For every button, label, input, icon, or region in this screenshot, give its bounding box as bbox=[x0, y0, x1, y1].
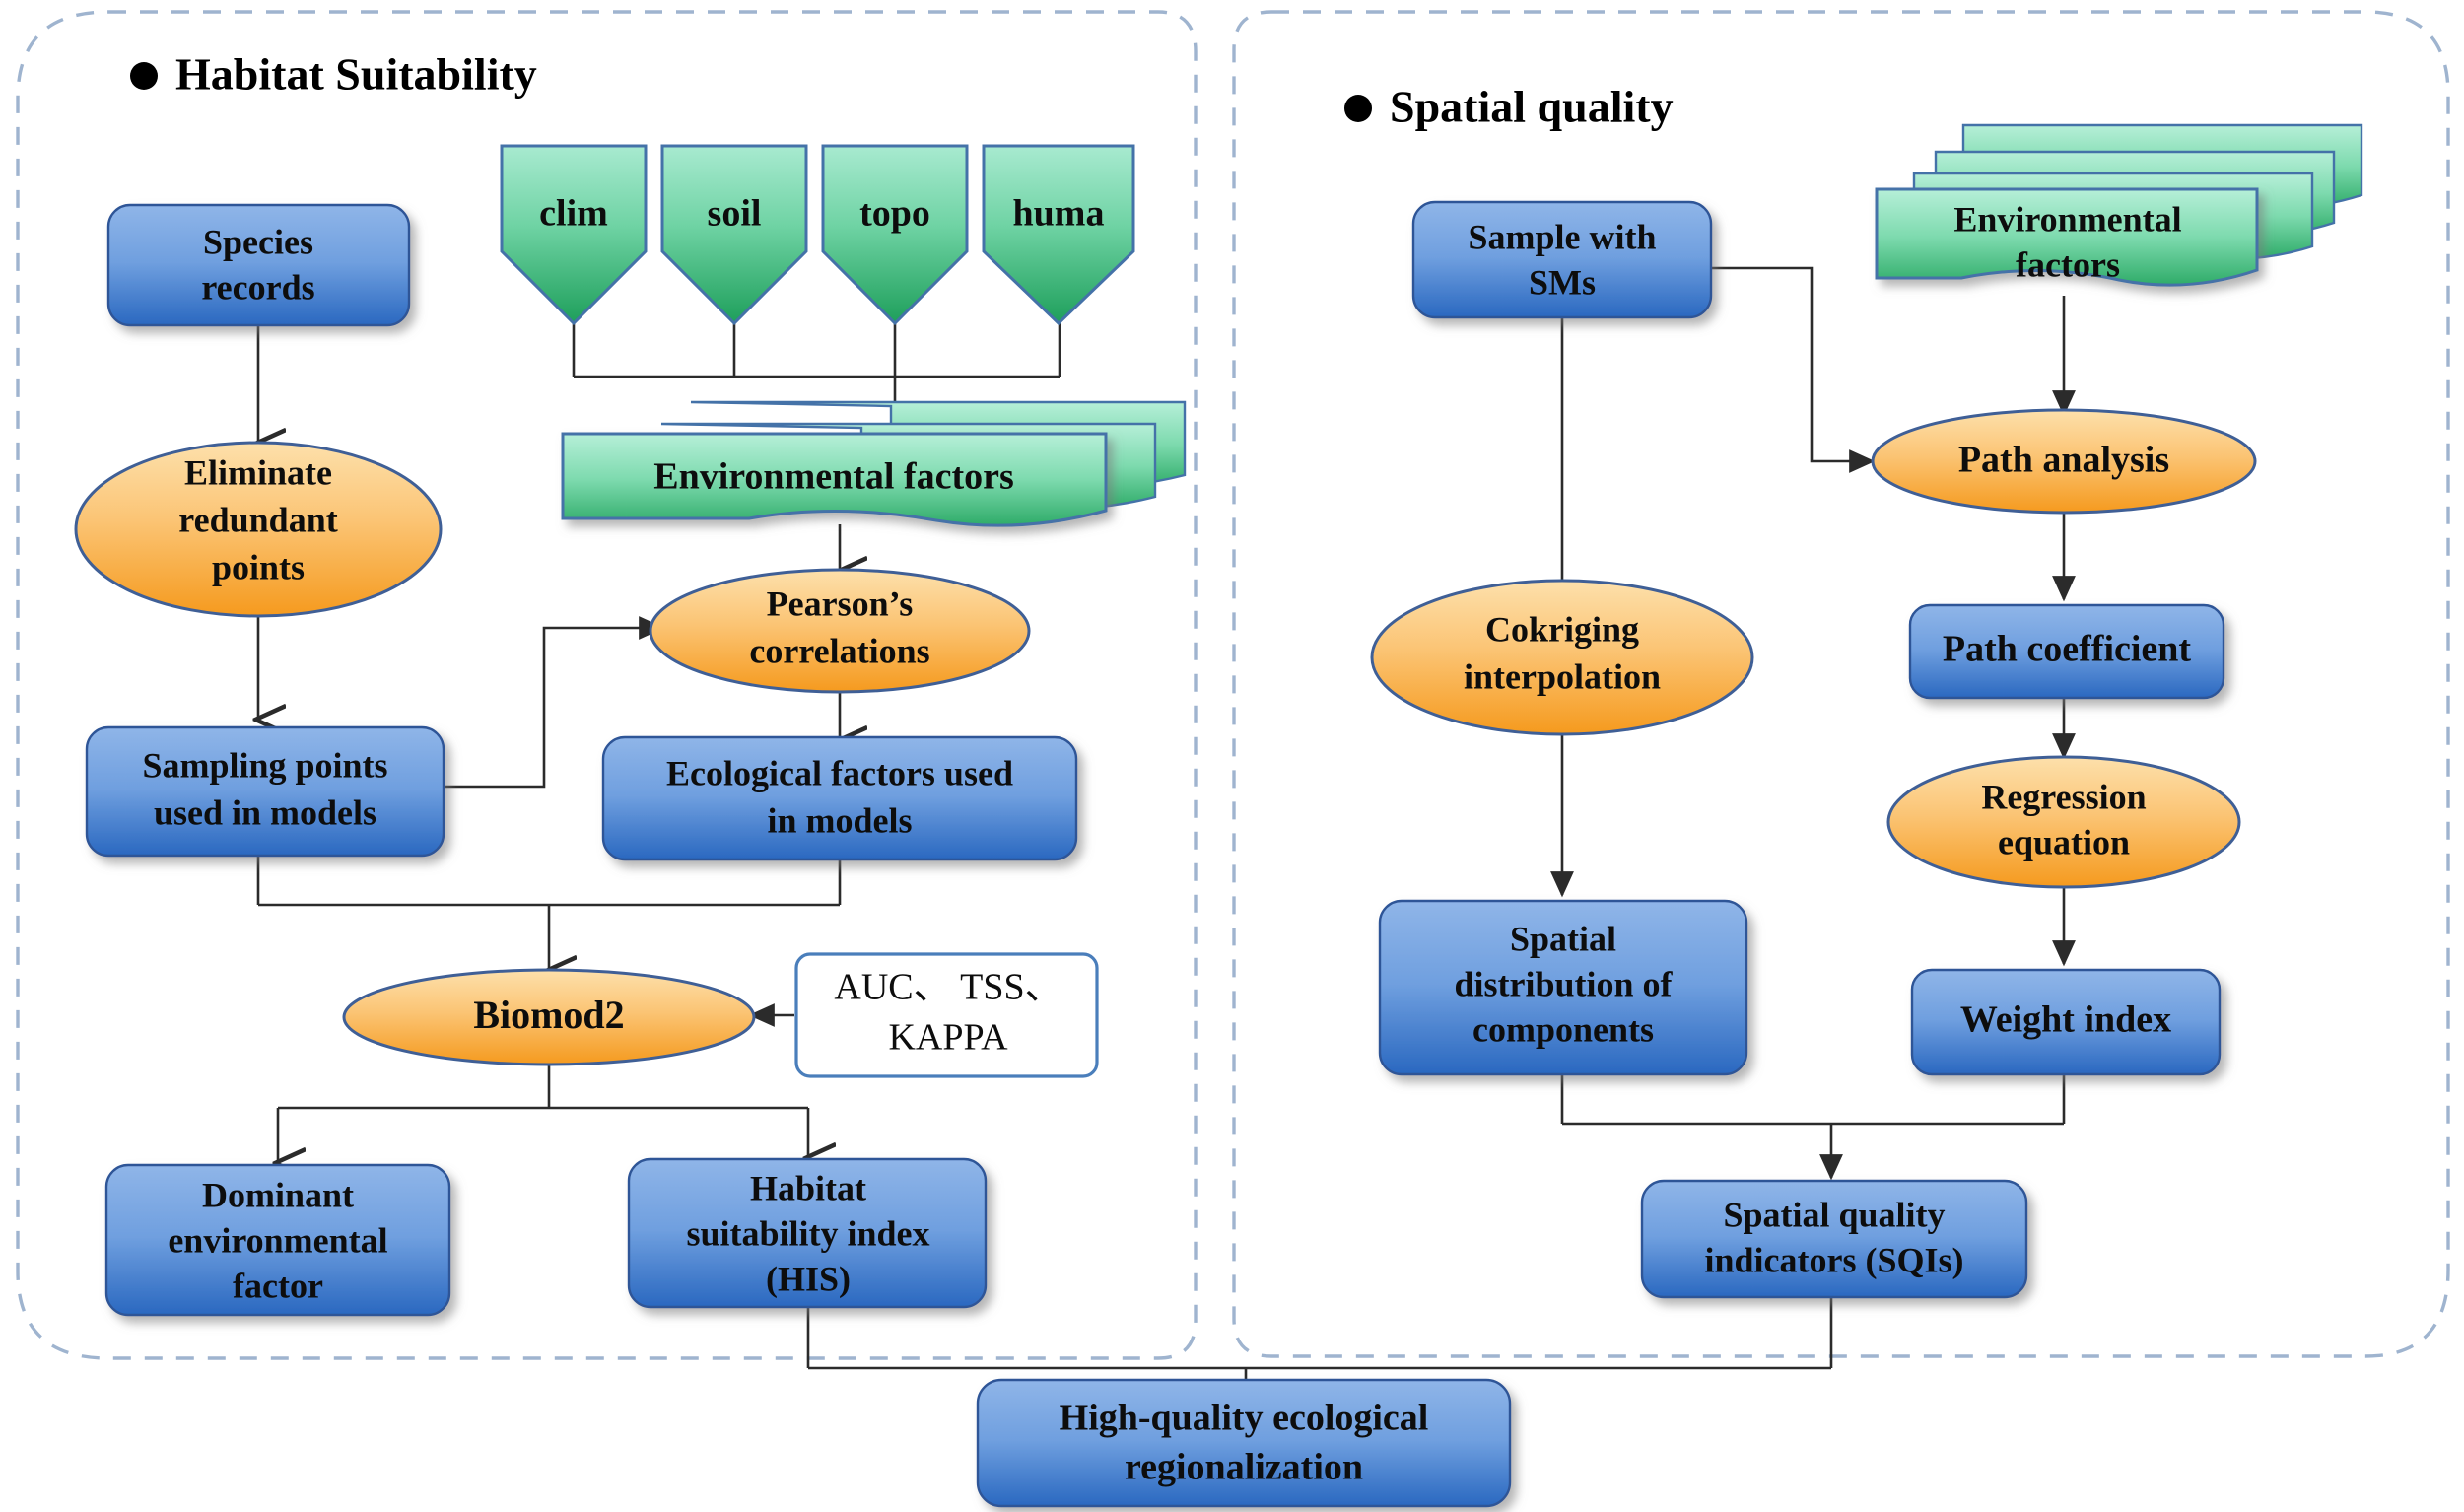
node-spatial-envfactors-line-1: factors bbox=[2016, 244, 2120, 284]
node-sample-line-1: SMs bbox=[1529, 262, 1596, 302]
panel-title-habitat: Habitat Suitability bbox=[130, 49, 537, 100]
node-metrics-line-1: KAPPA bbox=[888, 1017, 1008, 1059]
bullet-icon bbox=[1344, 95, 1372, 122]
node-source-clim[interactable]: clim bbox=[500, 144, 648, 326]
node-source-huma[interactable]: huma bbox=[982, 144, 1135, 326]
node-final-line-1: regionalization bbox=[1125, 1447, 1363, 1488]
node-species-records-line-0: Species bbox=[203, 222, 313, 261]
node-habitat-suitability-index[interactable]: Habitat suitability index (HIS) bbox=[627, 1157, 988, 1309]
node-spatial-envfactors-line-0: Environmental bbox=[1953, 199, 2181, 239]
node-source-soil[interactable]: soil bbox=[660, 144, 808, 326]
node-distribution-line-0: Spatial bbox=[1510, 919, 1616, 958]
node-spatial-environmental-factors[interactable]: Environmental factors bbox=[1875, 123, 2363, 287]
node-dominant-line-2: factor bbox=[233, 1266, 323, 1305]
node-path-analysis[interactable]: Path analysis bbox=[1871, 408, 2257, 515]
node-source-soil-label: soil bbox=[708, 193, 762, 235]
node-final-line-0: High-quality ecological bbox=[1060, 1398, 1429, 1439]
node-dominant-line-0: Dominant bbox=[202, 1175, 354, 1214]
node-ecological-line-1: in models bbox=[767, 800, 912, 840]
node-cokriging-line-1: interpolation bbox=[1464, 656, 1661, 696]
node-source-topo[interactable]: topo bbox=[821, 144, 969, 326]
node-eliminate-line-0: Eliminate bbox=[184, 452, 332, 492]
node-cokriging-line-0: Cokriging bbox=[1485, 609, 1639, 649]
node-habitat-environmental-factors[interactable]: Environmental factors bbox=[561, 400, 1187, 527]
node-spatial-distribution[interactable]: Spatial distribution of components bbox=[1378, 899, 1748, 1076]
node-pearsons-correlations[interactable]: Pearson’s correlations bbox=[649, 568, 1031, 694]
node-dominant-environmental-factor[interactable]: Dominant environmental factor bbox=[104, 1163, 451, 1317]
panel-border-habitat bbox=[16, 10, 1198, 1360]
node-eliminate-line-1: redundant bbox=[178, 500, 337, 539]
node-species-records[interactable]: Species records bbox=[106, 203, 411, 327]
node-source-topo-label: topo bbox=[859, 193, 930, 235]
connector-sample-to-pathanalysis bbox=[1711, 266, 1876, 473]
node-weight-index[interactable]: Weight index bbox=[1910, 968, 2222, 1076]
node-sampling-line-1: used in models bbox=[154, 792, 376, 832]
panel-title-spatial-text: Spatial quality bbox=[1390, 82, 1674, 132]
node-spatial-quality-indicators[interactable]: Spatial quality indicators (SQIs) bbox=[1640, 1179, 2028, 1299]
node-hsi-line-0: Habitat bbox=[750, 1168, 866, 1207]
node-sample-with-sms[interactable]: Sample with SMs bbox=[1411, 200, 1713, 319]
node-sampling-points[interactable]: Sampling points used in models bbox=[85, 725, 445, 858]
connector-sampling-to-pearsons bbox=[444, 616, 665, 789]
panel-border-spatial bbox=[1232, 10, 2450, 1358]
node-sqi-line-0: Spatial quality bbox=[1723, 1195, 1945, 1234]
panel-title-spatial: Spatial quality bbox=[1344, 82, 1674, 132]
node-hsi-line-1: suitability index bbox=[686, 1213, 929, 1253]
node-path-analysis-label: Path analysis bbox=[1958, 440, 2169, 481]
node-eliminate-line-2: points bbox=[212, 547, 305, 586]
bullet-icon bbox=[130, 62, 158, 90]
node-evaluation-metrics[interactable]: AUC、 TSS、 KAPPA bbox=[794, 952, 1099, 1078]
node-biomod2[interactable]: Biomod2 bbox=[342, 968, 756, 1066]
node-regression-line-0: Regression bbox=[1981, 777, 2146, 816]
node-habitat-envfactors-label: Environmental factors bbox=[653, 456, 1014, 498]
node-distribution-line-1: distribution of bbox=[1454, 964, 1673, 1003]
node-distribution-line-2: components bbox=[1472, 1009, 1654, 1049]
node-species-records-line-1: records bbox=[201, 267, 314, 307]
node-pearsons-line-1: correlations bbox=[749, 631, 929, 670]
node-weight-index-label: Weight index bbox=[1960, 999, 2171, 1041]
node-dominant-line-1: environmental bbox=[168, 1220, 387, 1260]
node-eliminate-redundant-points[interactable]: Eliminate redundant points bbox=[74, 441, 443, 618]
node-pearsons-line-0: Pearson’s bbox=[767, 584, 914, 623]
node-sqi-line-1: indicators (SQIs) bbox=[1704, 1240, 1963, 1279]
node-path-coefficient-label: Path coefficient bbox=[1943, 629, 2192, 670]
node-path-coefficient[interactable]: Path coefficient bbox=[1908, 603, 2225, 700]
node-sample-line-0: Sample with bbox=[1468, 217, 1656, 256]
node-ecological-factors[interactable]: Ecological factors used in models bbox=[601, 735, 1078, 861]
node-source-huma-label: huma bbox=[1013, 193, 1105, 235]
node-hsi-line-2: (HIS) bbox=[766, 1259, 851, 1298]
node-regression-line-1: equation bbox=[1998, 822, 2130, 861]
node-regression-equation[interactable]: Regression equation bbox=[1886, 755, 2241, 889]
panel-title-habitat-text: Habitat Suitability bbox=[175, 49, 537, 100]
node-source-clim-label: clim bbox=[539, 193, 608, 235]
node-sampling-line-0: Sampling points bbox=[142, 745, 387, 785]
node-final-output[interactable]: High-quality ecological regionalization bbox=[976, 1378, 1512, 1508]
node-biomod2-label: Biomod2 bbox=[473, 993, 624, 1037]
node-metrics-line-0: AUC、 TSS、 bbox=[834, 967, 1061, 1008]
node-cokriging-interpolation[interactable]: Cokriging interpolation bbox=[1370, 579, 1754, 736]
node-ecological-line-0: Ecological factors used bbox=[666, 753, 1013, 792]
